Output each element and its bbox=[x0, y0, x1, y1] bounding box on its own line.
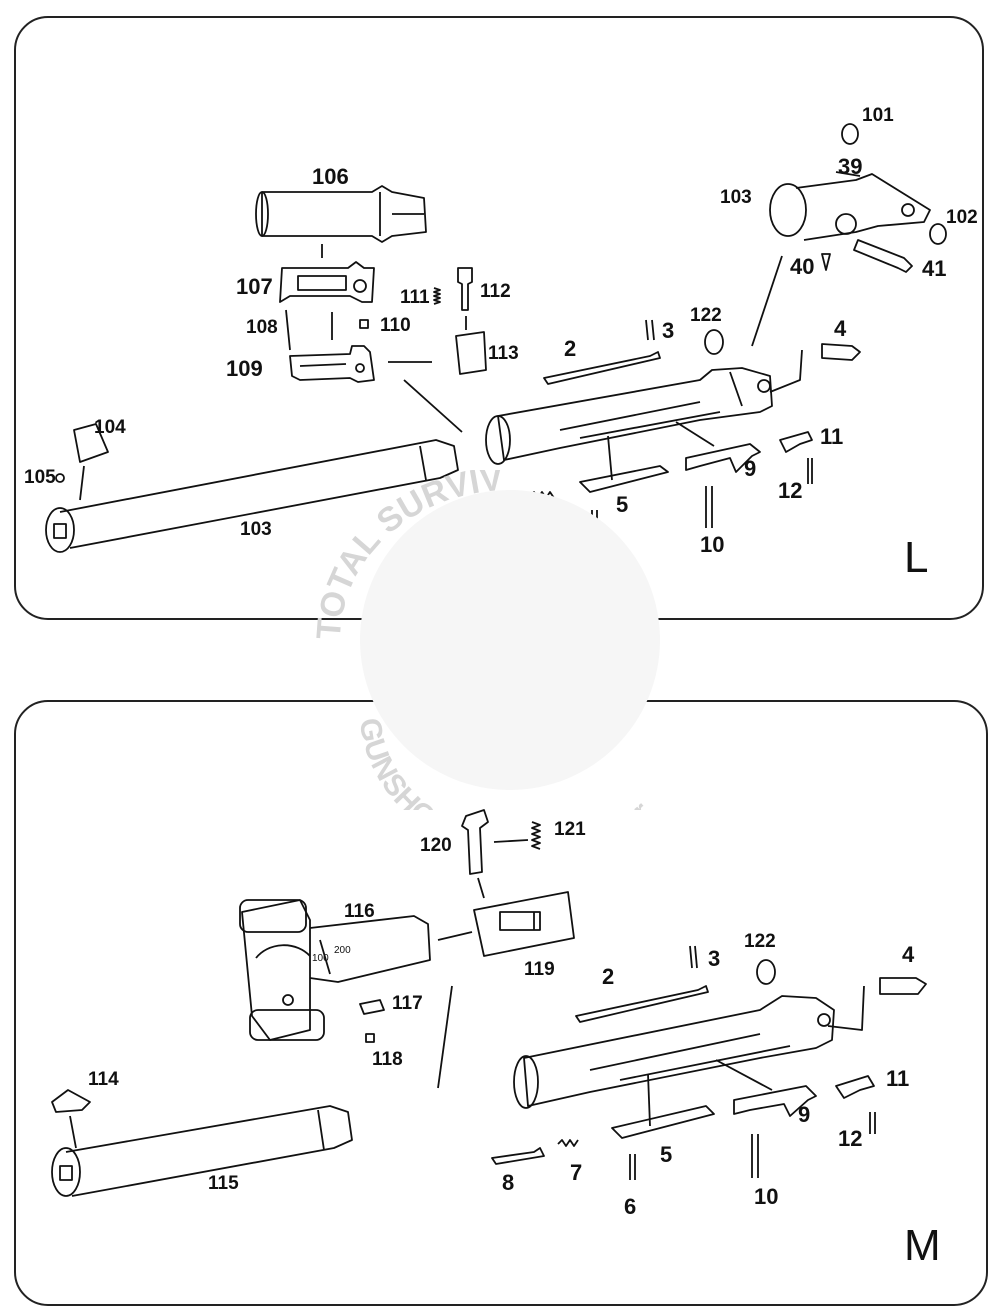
label-41: 41 bbox=[922, 256, 947, 281]
label-sight-200: 200 bbox=[334, 945, 351, 956]
label-40: 40 bbox=[790, 254, 815, 279]
label-120: 120 bbox=[420, 835, 452, 856]
label-m-5: 5 bbox=[660, 1142, 673, 1167]
label-m-6: 6 bbox=[624, 1194, 637, 1219]
label-107: 107 bbox=[236, 274, 273, 299]
label-m-12: 12 bbox=[838, 1126, 863, 1151]
label-m-4: 4 bbox=[902, 942, 915, 967]
label-8: 8 bbox=[478, 518, 491, 543]
label-105: 105 bbox=[24, 467, 56, 488]
label-5: 5 bbox=[616, 492, 629, 517]
part-107-drawing bbox=[279, 261, 375, 303]
label-sight-100: 100 bbox=[312, 953, 329, 964]
label-108: 108 bbox=[246, 317, 278, 338]
label-101: 101 bbox=[862, 105, 894, 126]
label-104: 104 bbox=[94, 417, 126, 438]
label-118: 118 bbox=[372, 1049, 403, 1070]
label-39: 39 bbox=[838, 154, 863, 179]
label-12: 12 bbox=[778, 478, 803, 503]
label-115: 115 bbox=[208, 1173, 239, 1194]
label-103-barrel: 103 bbox=[240, 519, 272, 540]
label-6: 6 bbox=[586, 542, 599, 567]
label-3: 3 bbox=[662, 318, 675, 343]
label-m-2: 2 bbox=[602, 964, 615, 989]
label-113: 113 bbox=[488, 343, 519, 364]
panel-l-drawing bbox=[45, 123, 947, 553]
label-m-9: 9 bbox=[798, 1102, 811, 1127]
panel-letter-l: L bbox=[904, 533, 929, 582]
label-m-122: 122 bbox=[744, 931, 776, 952]
part-106-drawing bbox=[255, 185, 427, 243]
label-m-11: 11 bbox=[886, 1066, 910, 1091]
label-m-10: 10 bbox=[754, 1184, 779, 1209]
part-103-sight-drawing bbox=[769, 171, 931, 241]
label-109: 109 bbox=[226, 356, 263, 381]
label-m-8: 8 bbox=[502, 1170, 515, 1195]
label-9: 9 bbox=[744, 456, 757, 481]
label-m-3: 3 bbox=[708, 946, 721, 971]
receiver-upper-drawing bbox=[485, 367, 773, 465]
label-2: 2 bbox=[564, 336, 577, 361]
label-103-sight: 103 bbox=[720, 187, 752, 208]
label-11: 11 bbox=[820, 424, 844, 449]
label-7: 7 bbox=[536, 510, 549, 535]
label-122: 122 bbox=[690, 305, 722, 326]
panel-letter-m: M bbox=[904, 1221, 941, 1270]
panel-m bbox=[14, 700, 988, 1306]
label-112: 112 bbox=[480, 281, 511, 302]
part-109-drawing bbox=[289, 345, 375, 383]
label-117: 117 bbox=[392, 993, 423, 1014]
label-102: 102 bbox=[946, 207, 978, 228]
label-114: 114 bbox=[88, 1069, 119, 1090]
label-116: 116 bbox=[344, 901, 375, 922]
label-121: 121 bbox=[554, 819, 586, 840]
label-106: 106 bbox=[312, 164, 349, 189]
label-10: 10 bbox=[700, 532, 725, 557]
label-111: 111 bbox=[400, 287, 430, 308]
barrel-103-drawing bbox=[45, 439, 459, 553]
label-m-7: 7 bbox=[570, 1160, 583, 1185]
label-110: 110 bbox=[380, 315, 411, 336]
label-4: 4 bbox=[834, 316, 847, 341]
label-119: 119 bbox=[524, 959, 555, 980]
